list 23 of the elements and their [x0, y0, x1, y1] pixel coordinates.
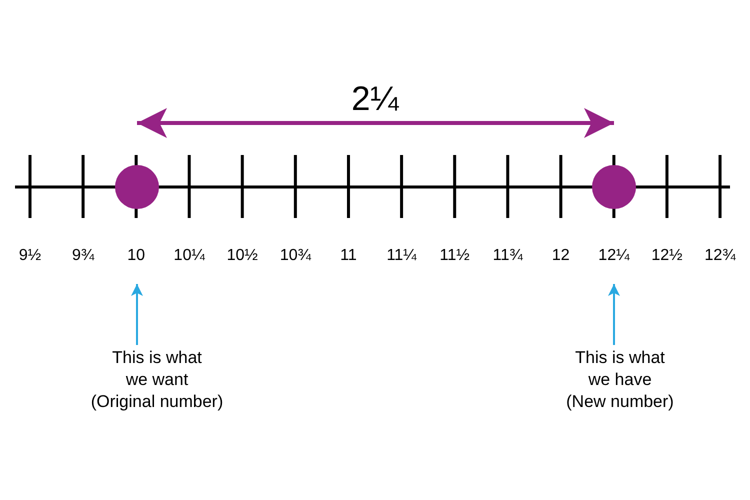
- tick-label: 10¾: [280, 247, 311, 265]
- tick-label: 11: [340, 247, 357, 265]
- distance-label: 2¼: [351, 80, 399, 119]
- tick-label: 11¼: [386, 247, 417, 265]
- arrow: [608, 284, 620, 345]
- tick-label: 12½: [651, 247, 683, 265]
- marker-dot: [592, 165, 636, 209]
- tick-label: 12¼: [598, 247, 630, 265]
- tick-label: 10½: [226, 247, 258, 265]
- callout-text: This is what we want: [111, 347, 203, 391]
- tick-label: 9½: [18, 247, 42, 265]
- arrow: [131, 284, 143, 345]
- tick-label: 10: [127, 247, 146, 265]
- tick-label: 11½: [440, 247, 470, 265]
- callout-text: This is what we have: [574, 347, 666, 391]
- tick-label: 9¾: [72, 247, 94, 265]
- callout-text: (Original number): [90, 391, 224, 413]
- tick-label: 11¾: [492, 247, 523, 265]
- tick-label: 10¼: [174, 247, 205, 265]
- marker-dot: [115, 165, 159, 209]
- tick-label: 12¾: [704, 247, 736, 265]
- callout-text: (New number): [565, 391, 675, 413]
- tick-label: 12: [552, 247, 570, 265]
